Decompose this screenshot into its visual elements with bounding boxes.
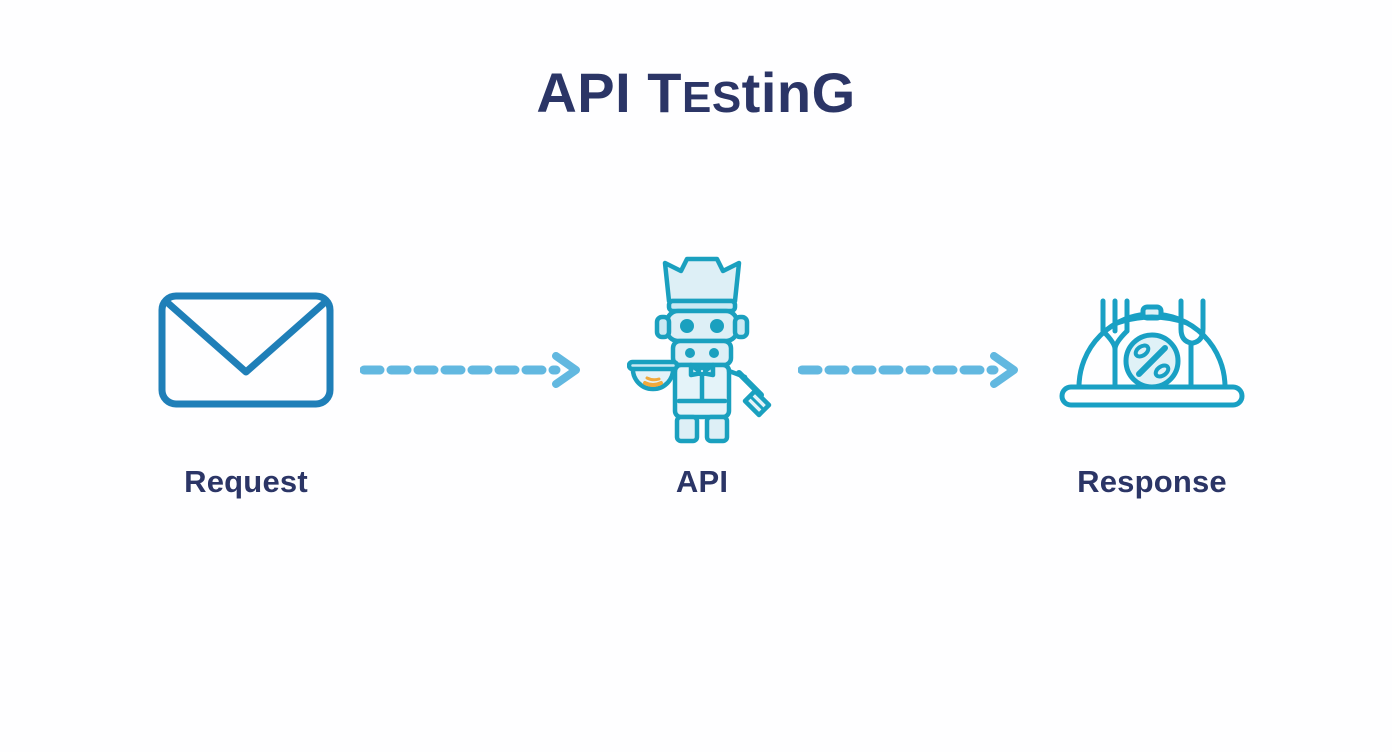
dashed-arrow-right-icon <box>797 352 1018 388</box>
envelope-icon <box>158 292 334 408</box>
page-title-part-5: G <box>811 61 856 124</box>
flow-node-api: API <box>562 250 842 550</box>
page-title: API TESTING <box>0 62 1392 124</box>
food-cloche-icon <box>1059 298 1245 407</box>
flow-node-response: Response <box>1012 250 1292 550</box>
page-title-part-1: API T <box>536 61 682 124</box>
page-title-part-2: E <box>681 73 712 122</box>
page-title-part-4: TIN <box>741 61 812 124</box>
robot-chef-icon <box>627 256 772 444</box>
envelope-icon-wrap <box>106 250 386 450</box>
api-flow-diagram: Request <box>0 250 1392 550</box>
dashed-arrow-right-icon <box>359 352 580 388</box>
robot-chef-icon-wrap <box>562 250 842 450</box>
page-title-part-3: S <box>711 73 742 122</box>
arrow-api-to-response <box>797 350 1028 390</box>
flow-node-label-api: API <box>675 464 729 499</box>
arrow-request-to-api <box>359 350 590 390</box>
food-cloche-icon-wrap <box>1012 250 1292 450</box>
flow-node-label-response: Response <box>1077 464 1227 499</box>
flow-node-request: Request <box>106 250 386 550</box>
flow-node-label-request: Request <box>184 464 308 499</box>
